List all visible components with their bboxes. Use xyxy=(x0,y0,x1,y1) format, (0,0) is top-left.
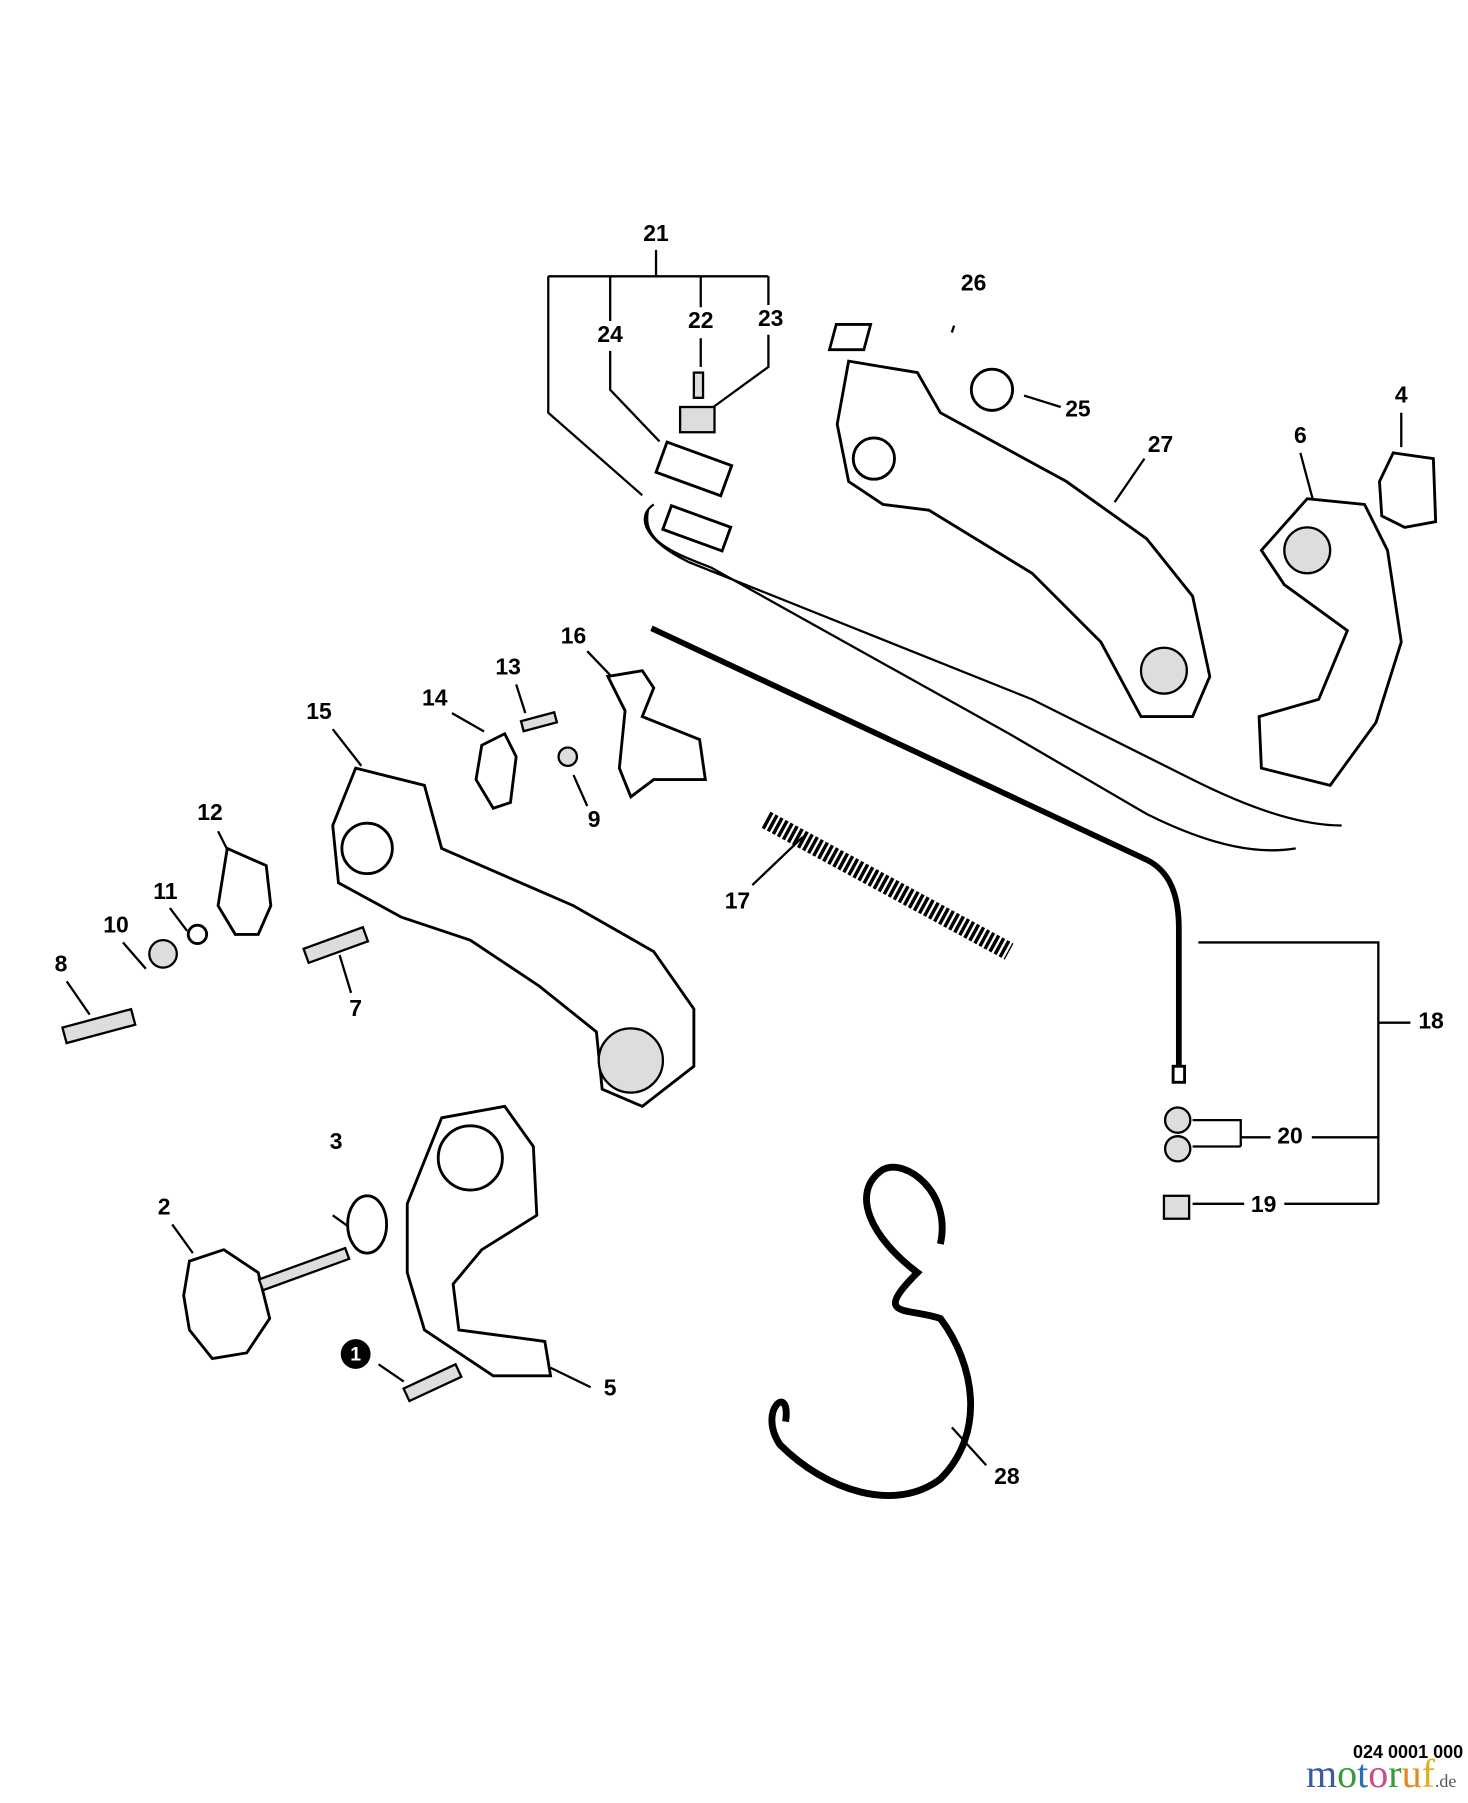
callout-1: 1 xyxy=(350,1343,361,1365)
part-20-nut-b xyxy=(1163,1135,1192,1163)
part-12-lever xyxy=(216,846,273,936)
callout-5: 5 xyxy=(604,1375,617,1401)
part-14-lever xyxy=(474,731,518,811)
callout-27: 27 xyxy=(1148,431,1173,457)
callout-4: 4 xyxy=(1395,382,1408,408)
callout-14: 14 xyxy=(422,684,448,710)
part-2-bolt xyxy=(257,1246,351,1292)
part-6-clamp-half xyxy=(1257,497,1403,787)
part-25-bushing xyxy=(969,367,1015,412)
part-15-bore xyxy=(340,821,394,876)
part-16-trigger xyxy=(605,669,707,800)
callout-11: 11 xyxy=(153,878,177,904)
callout-15: 15 xyxy=(306,698,332,724)
callout-3: 3 xyxy=(330,1128,343,1154)
part-23-nut-block xyxy=(678,405,716,434)
part-18-cable-end xyxy=(1171,1064,1187,1084)
callout-22: 22 xyxy=(688,307,713,333)
drawing-number: 024 0001 000 xyxy=(1353,1742,1464,1762)
callout-23: 23 xyxy=(758,305,783,331)
part-illustrations xyxy=(61,323,1438,1499)
callout-25: 25 xyxy=(1065,395,1091,421)
callout-24: 24 xyxy=(597,321,623,347)
part-6-gear-hub xyxy=(1283,526,1332,575)
part-1-screw xyxy=(402,1362,463,1403)
part-17-spring xyxy=(761,811,1014,960)
part-18-throttle-cable xyxy=(650,625,1182,1078)
callout-21: 21 xyxy=(643,220,669,246)
part-11-washer xyxy=(186,923,209,945)
callout-7: 7 xyxy=(349,995,362,1021)
part-7-screw xyxy=(302,925,370,965)
part-21-switch xyxy=(660,503,733,553)
callout-8: 8 xyxy=(55,950,68,976)
callout-20: 20 xyxy=(1277,1122,1302,1148)
callout-9: 9 xyxy=(588,806,601,832)
part-9-nut xyxy=(557,746,579,768)
part-27-bore xyxy=(851,436,896,481)
part-2-knob xyxy=(182,1248,272,1361)
callout-16: 16 xyxy=(561,622,586,648)
part-22-screw xyxy=(692,371,705,399)
part-20-nut-a xyxy=(1163,1106,1192,1134)
part-15-gear-hub xyxy=(597,1027,665,1094)
callout-26: 26 xyxy=(961,269,986,295)
part-27-gear-hub xyxy=(1139,646,1189,695)
callout-10: 10 xyxy=(103,911,128,937)
callout-18: 18 xyxy=(1418,1008,1444,1034)
part-26-label-plate xyxy=(827,323,873,352)
part-28-wire-hook xyxy=(768,1163,974,1499)
callout-1-badge xyxy=(340,1339,371,1369)
part-8-screw xyxy=(61,1007,137,1045)
part-24-gasket xyxy=(654,440,734,498)
callout-labels: 21 24 22 23 26 25 27 4 6 16 13 14 15 12 … xyxy=(55,220,1444,1489)
part-15-handle-half xyxy=(331,766,696,1109)
part-5-gear-hub xyxy=(436,1124,504,1192)
callout-13: 13 xyxy=(495,653,520,679)
part-3-washer xyxy=(346,1194,389,1255)
part-21-switch-wire xyxy=(643,503,1342,852)
part-13-screw xyxy=(519,710,559,733)
callout-12: 12 xyxy=(197,799,222,825)
part-4-cap xyxy=(1378,451,1438,529)
callout-17: 17 xyxy=(725,887,750,913)
callout-19: 19 xyxy=(1251,1191,1276,1217)
part-10-lock-washer xyxy=(148,938,178,969)
callout-2: 2 xyxy=(158,1193,171,1219)
part-27-handle-half xyxy=(835,359,1212,718)
watermark-logo: motoruf.de xyxy=(1306,1751,1457,1796)
part-19-adjuster xyxy=(1162,1194,1191,1220)
callout-28: 28 xyxy=(994,1463,1020,1489)
callout-6: 6 xyxy=(1294,422,1307,448)
